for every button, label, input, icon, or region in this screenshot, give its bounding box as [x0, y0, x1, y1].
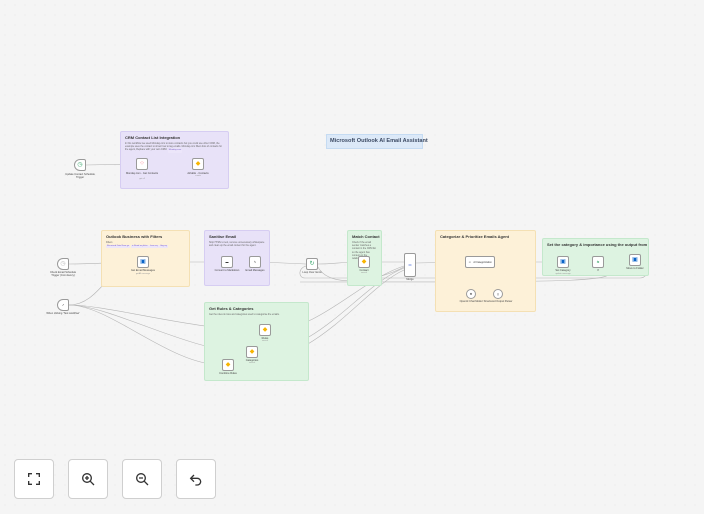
clock-icon: ◷	[77, 162, 83, 168]
sticky-body: In this workflow we used Monday.com to s…	[125, 142, 222, 152]
fit-to-view-icon	[28, 473, 40, 485]
node-label: Set Category	[555, 269, 571, 272]
braces-icon: {}	[496, 292, 499, 296]
undo-icon	[189, 474, 202, 486]
openai-chat-model-node[interactable]: ✺	[466, 289, 476, 299]
markdown-icon: ▬	[225, 260, 229, 264]
sticky-title: CRM Contact List Integration	[125, 135, 181, 140]
node-label: Categories	[245, 359, 259, 362]
if-node[interactable]: ⇆	[592, 256, 604, 268]
undo-button[interactable]	[176, 459, 216, 499]
rules-node[interactable]: ◆	[259, 324, 271, 336]
combine-rules-node[interactable]: ◆	[222, 359, 234, 371]
airtable-icon: ◆	[249, 349, 255, 355]
categories-node[interactable]: ◆	[246, 346, 258, 358]
node-label: Move to Folder	[626, 267, 644, 270]
monday-icon: ⁘	[139, 161, 145, 167]
airtable-icon: ◆	[361, 259, 367, 265]
robot-icon: ☺	[468, 260, 472, 264]
filter-tag: from eq	[149, 245, 159, 249]
workflow-title: Microsoft Outlook AI Email Assistant	[330, 138, 428, 144]
node-subtitle: search	[360, 272, 368, 274]
node-label: If	[597, 269, 599, 272]
email-schedule-trigger-node[interactable]: ◷	[57, 258, 69, 270]
sticky-body: Strip HTML to text, remove unnecessary w…	[209, 241, 265, 248]
node-subtitle: search	[261, 340, 269, 342]
node-label: Update Contact Schedule Trigger	[65, 173, 95, 179]
merge-node[interactable]: ⋈	[404, 253, 416, 277]
get-email-messages-node[interactable]: ▣	[137, 256, 149, 268]
zoom-in-button[interactable]	[68, 459, 108, 499]
filter-tag: flag eq	[159, 245, 168, 249]
sticky-get-rules[interactable]: Get Rules & Categories Get the rules & r…	[204, 302, 309, 381]
node-label: Contact	[359, 269, 369, 272]
node-label: Convert to Markdown	[214, 269, 240, 272]
email-messages-node[interactable]: ✎	[249, 256, 261, 268]
airtable-icon: ◆	[262, 327, 268, 333]
cursor-icon: ➚	[61, 303, 65, 307]
sticky-title: Sanitise Email	[209, 234, 237, 239]
zoom-in-icon	[82, 473, 95, 486]
convert-markdown-node[interactable]: ▬	[221, 256, 233, 268]
node-subtitle: create	[195, 175, 201, 177]
sticky-title: Categorize & Prioritize Emails Agent	[440, 234, 509, 239]
node-label: OpenAI Chat Model	[459, 300, 483, 303]
node-subtitle: get all	[139, 178, 145, 180]
ai-categorization-node[interactable]: ☺ AI Categorization	[465, 256, 495, 268]
sticky-title: Outlook Business with Filters	[106, 234, 163, 239]
node-label: Rules	[261, 337, 269, 340]
node-label: When clicking 'Test workflow'	[46, 312, 80, 315]
sticky-body: Filters	[106, 241, 113, 244]
filter-tag: is Read eq false	[130, 245, 149, 249]
if-icon: ⇆	[596, 260, 600, 264]
sticky-match-contact[interactable]: Match Contact Check if the email sender …	[347, 230, 382, 286]
node-label: Loop Over Items	[302, 271, 322, 274]
outlook-icon: ▣	[560, 259, 566, 265]
sticky-categorize-agent[interactable]: Categorize & Prioritize Emails Agent	[435, 230, 536, 312]
sticky-tag: Monday.com	[167, 149, 183, 153]
loop-icon: ↻	[309, 261, 315, 267]
sticky-title: Set the category & importance using the …	[547, 242, 648, 247]
airtable-icon: ◆	[225, 362, 231, 368]
sticky-body: Get the rules & rules and categories use…	[209, 313, 280, 316]
node-label: Airtable - Contacts	[187, 172, 209, 175]
outlook-icon: ▣	[140, 259, 146, 265]
move-to-folder-node[interactable]: ▣	[629, 254, 641, 266]
fit-to-view-button[interactable]	[14, 459, 54, 499]
airtable-icon: ◆	[195, 161, 201, 167]
structured-output-parser-node[interactable]: {}	[493, 289, 503, 299]
sticky-title: Match Contact	[352, 234, 380, 239]
node-subtitle: getAll message	[135, 273, 151, 275]
node-subtitle: update message	[555, 273, 571, 275]
node-label: Structured Output Parser	[483, 300, 513, 303]
manual-trigger-node[interactable]: ➚	[57, 299, 69, 311]
monday-get-contacts-node[interactable]: ⁘	[136, 158, 148, 170]
airtable-contacts-node[interactable]: ◆	[192, 158, 204, 170]
workflow-title-note[interactable]: Microsoft Outlook AI Email Assistant	[326, 134, 428, 149]
node-label: Combine Rules	[219, 372, 237, 375]
schedule-trigger-node[interactable]: ◷	[74, 159, 86, 171]
outlook-icon: ▣	[632, 257, 638, 263]
set-category-node[interactable]: ▣	[557, 256, 569, 268]
node-label: Merge	[406, 278, 414, 281]
openai-icon: ✺	[469, 292, 473, 296]
node-label: Email Messages	[245, 269, 265, 272]
node-label: Check Email Schedule Trigger (Cron Every…	[49, 271, 77, 277]
node-label: Monday.com - Get Contacts	[125, 172, 159, 175]
loop-over-items-node[interactable]: ↻	[306, 258, 318, 270]
node-subtitle: search	[248, 362, 256, 364]
filter-tag: Received DateTime ge	[106, 245, 131, 249]
contact-node[interactable]: ◆	[358, 256, 370, 268]
zoom-out-icon	[136, 473, 149, 486]
node-inline-label: AI Categorization	[473, 260, 492, 264]
sticky-title: Get Rules & Categories	[209, 306, 254, 311]
clock-icon: ◷	[60, 261, 66, 267]
pencil-icon: ✎	[253, 260, 257, 264]
zoom-out-button[interactable]	[122, 459, 162, 499]
node-label: Get Email Messages	[131, 269, 155, 272]
merge-icon: ⋈	[408, 263, 412, 267]
